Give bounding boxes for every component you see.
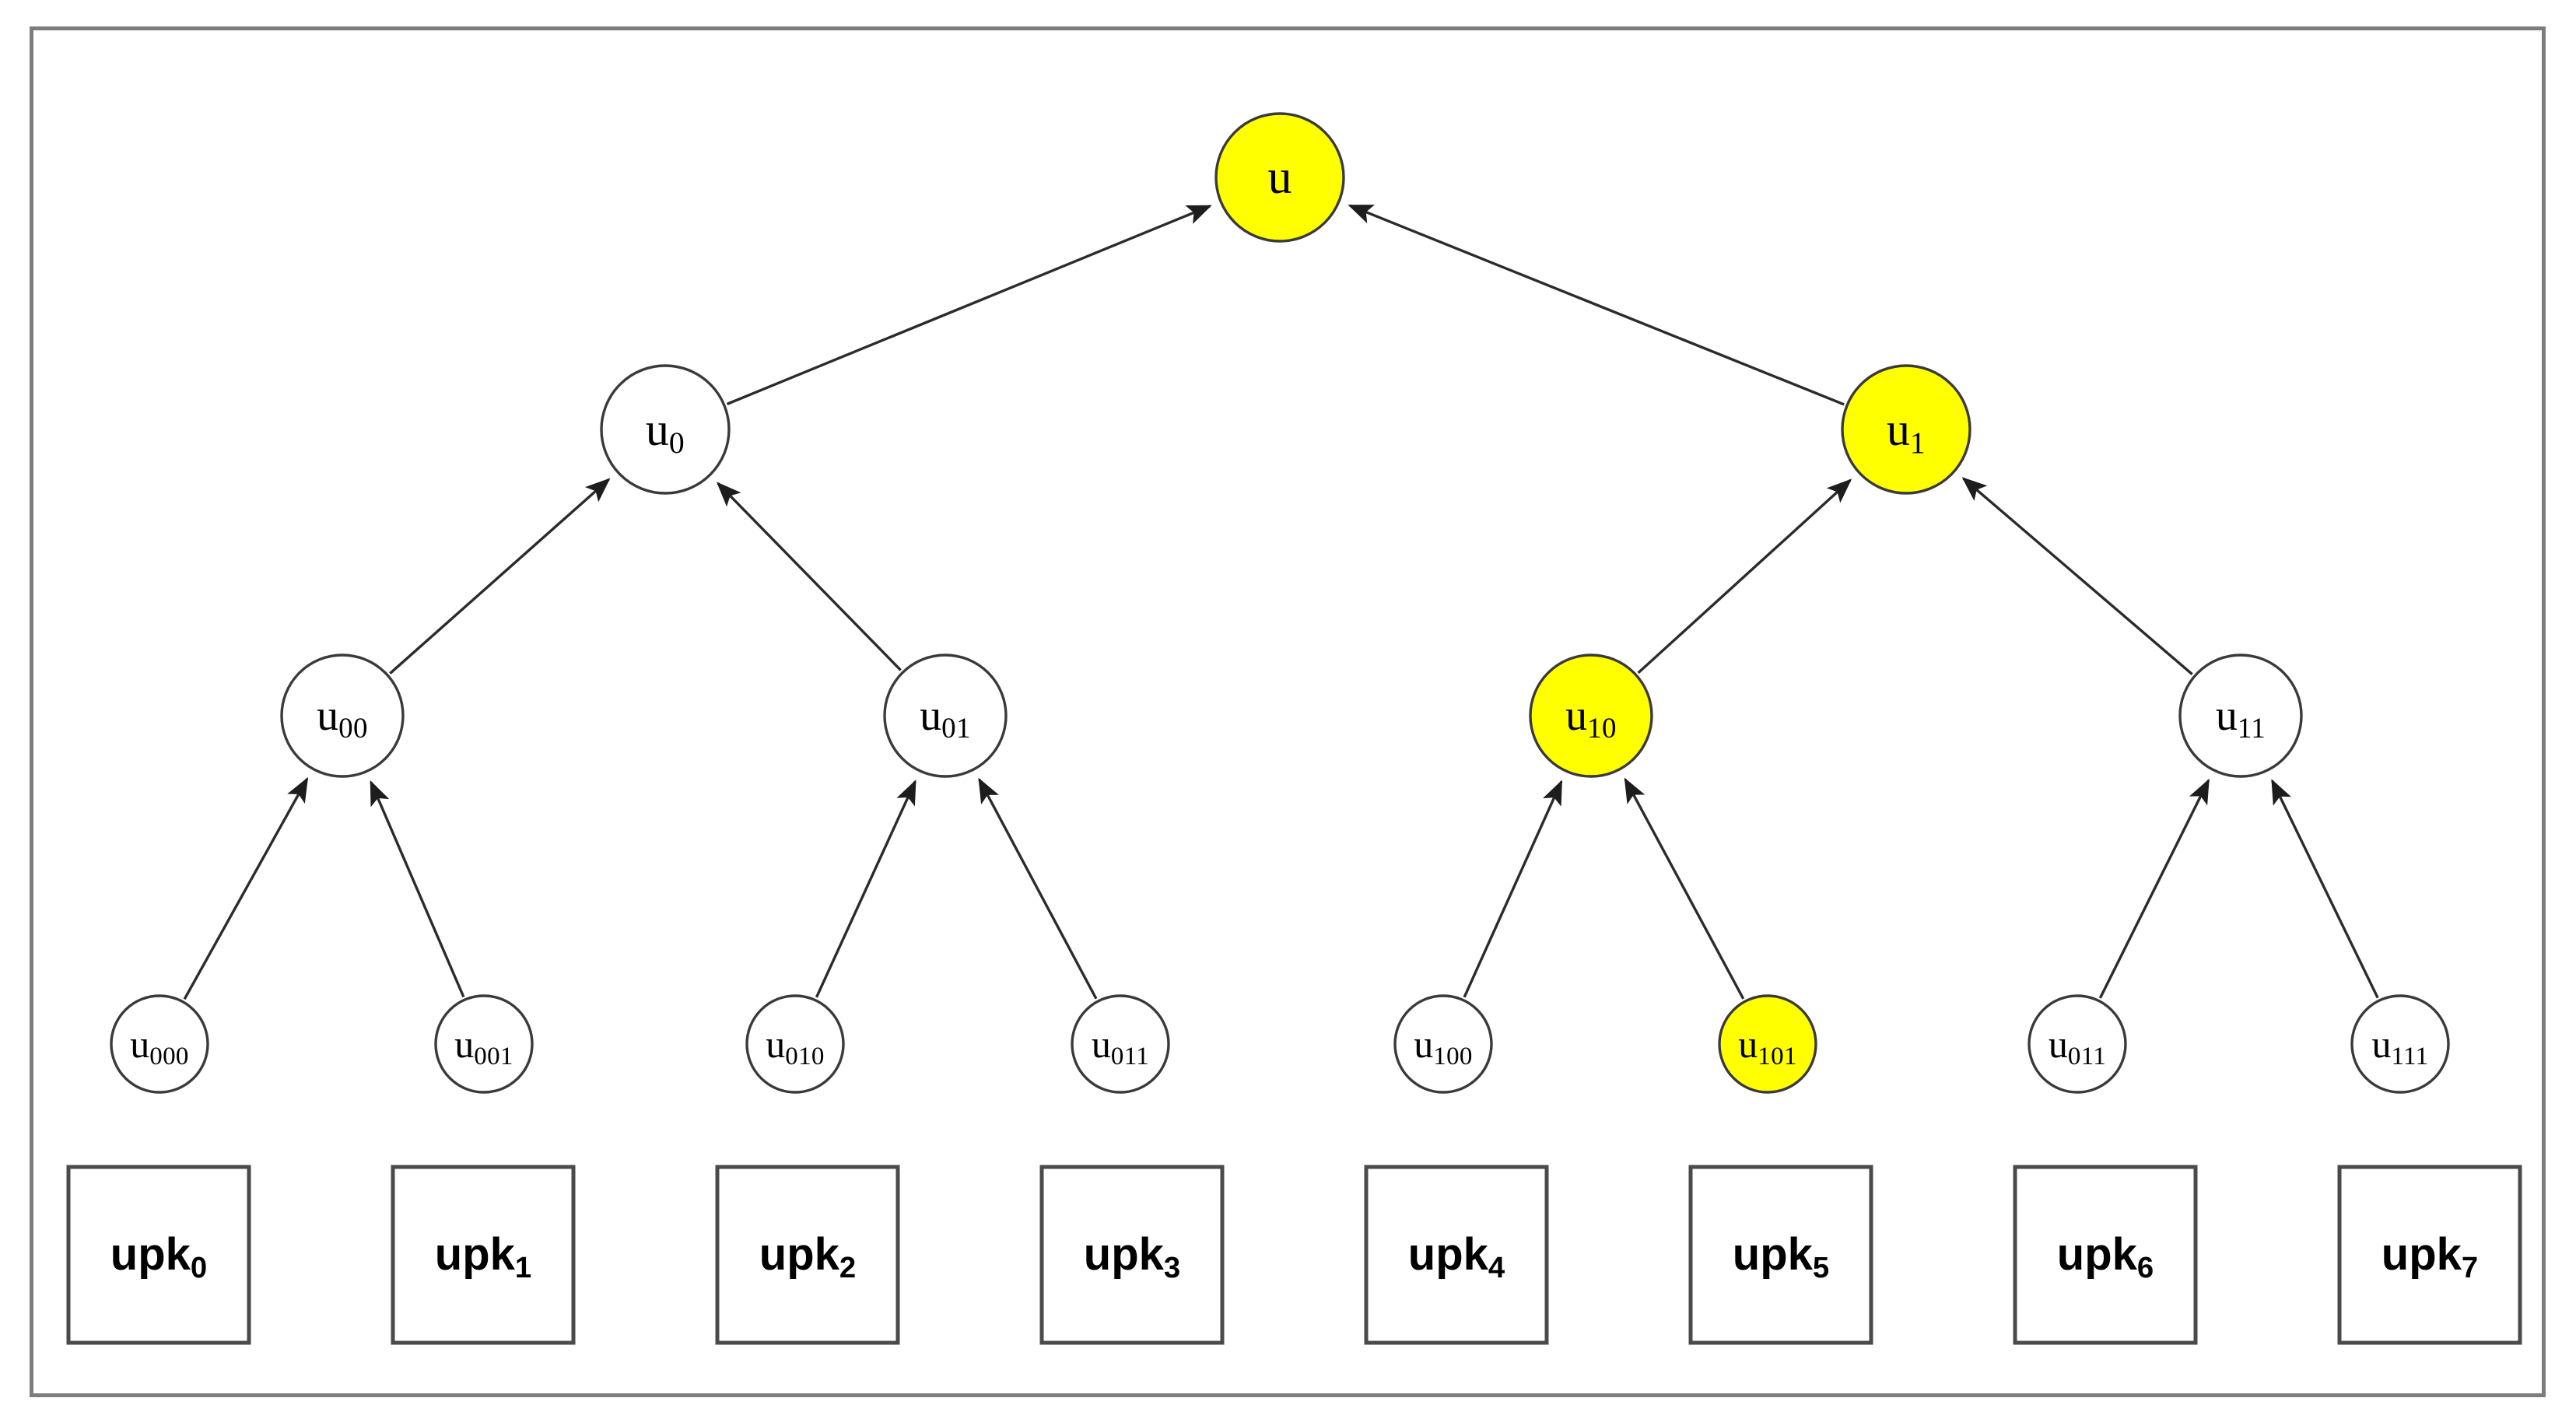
- tree-node-u010[interactable]: [745, 994, 845, 1094]
- tree-node-u01[interactable]: [883, 653, 1008, 778]
- tree-node-u11[interactable]: [2178, 653, 2303, 778]
- tree-node-u100[interactable]: [1393, 994, 1493, 1094]
- tree-edge-u11-to-u1: [1961, 477, 2193, 675]
- tree-node-u000[interactable]: [110, 994, 209, 1094]
- tree-edge-u100-to-u10: [1463, 780, 1563, 998]
- tree-edges: [183, 204, 2379, 1000]
- tree-nodes: [110, 112, 2450, 1094]
- tree-node-u10[interactable]: [1529, 653, 1653, 778]
- tree-node-u101[interactable]: [1718, 994, 1817, 1094]
- public-key-box-upk0[interactable]: [66, 1165, 251, 1345]
- tree-node-u111[interactable]: [2350, 994, 2450, 1094]
- tree-edge-u010-to-u01: [815, 780, 916, 998]
- tree-edge-u110-to-u11: [2098, 778, 2210, 999]
- public-key-box-upk6[interactable]: [2013, 1165, 2198, 1345]
- public-key-box-upk2[interactable]: [715, 1165, 900, 1345]
- tree-edge-u0-to-u: [726, 205, 1212, 405]
- tree-node-u110[interactable]: [2028, 994, 2127, 1094]
- public-key-box-upk4[interactable]: [1364, 1165, 1549, 1345]
- public-key-boxes: [66, 1165, 2522, 1345]
- public-key-box-upk5[interactable]: [1688, 1165, 1873, 1345]
- tree-edge-u000-to-u00: [183, 776, 309, 1000]
- tree-edge-u00-to-u0: [389, 478, 611, 674]
- tree-edge-u1-to-u: [1348, 204, 1845, 406]
- public-key-box-upk7[interactable]: [2337, 1165, 2522, 1345]
- tree-node-u011[interactable]: [1071, 994, 1170, 1094]
- tree-node-u001[interactable]: [434, 994, 534, 1094]
- tree-node-u[interactable]: [1214, 112, 1345, 243]
- tree-edge-u001-to-u00: [370, 780, 465, 998]
- tree-edge-u101-to-u10: [1624, 777, 1745, 1000]
- tree-node-u00[interactable]: [280, 653, 405, 778]
- public-key-box-upk1[interactable]: [391, 1165, 576, 1345]
- tree-edge-u10-to-u1: [1637, 478, 1852, 674]
- tree-node-u0[interactable]: [600, 364, 731, 495]
- tree-edge-u01-to-u0: [716, 482, 902, 671]
- tree-edge-u011-to-u01: [978, 777, 1098, 1000]
- tree-node-u1[interactable]: [1841, 364, 1971, 495]
- tree-edge-u111-to-u11: [2271, 779, 2379, 999]
- public-key-box-upk3[interactable]: [1039, 1165, 1225, 1345]
